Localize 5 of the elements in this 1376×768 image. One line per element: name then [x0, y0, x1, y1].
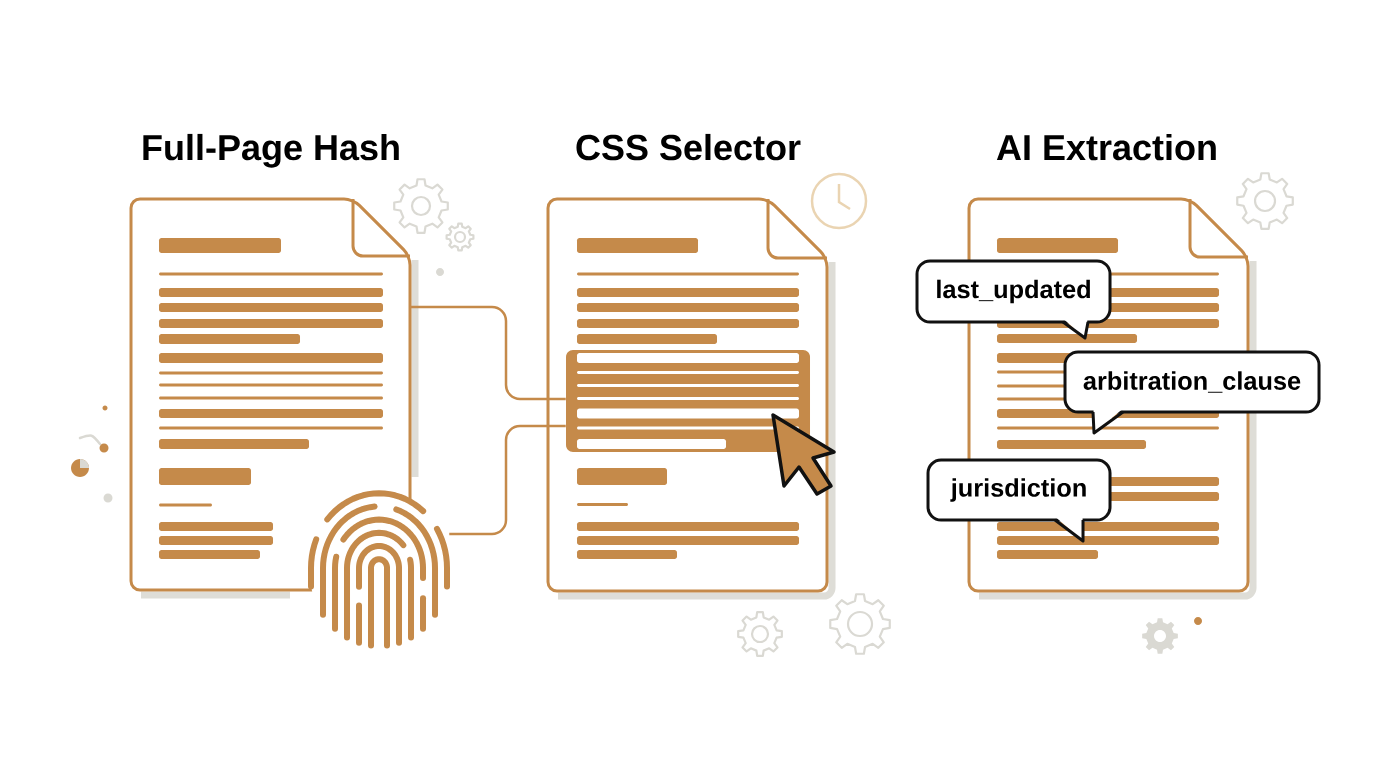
heading: Full-Page Hash — [143, 133, 399, 168]
connector-line — [410, 305, 566, 401]
heading: CSS Selector — [576, 133, 801, 161]
heading: AI Extraction — [996, 133, 1216, 161]
connector-line — [449, 424, 566, 536]
